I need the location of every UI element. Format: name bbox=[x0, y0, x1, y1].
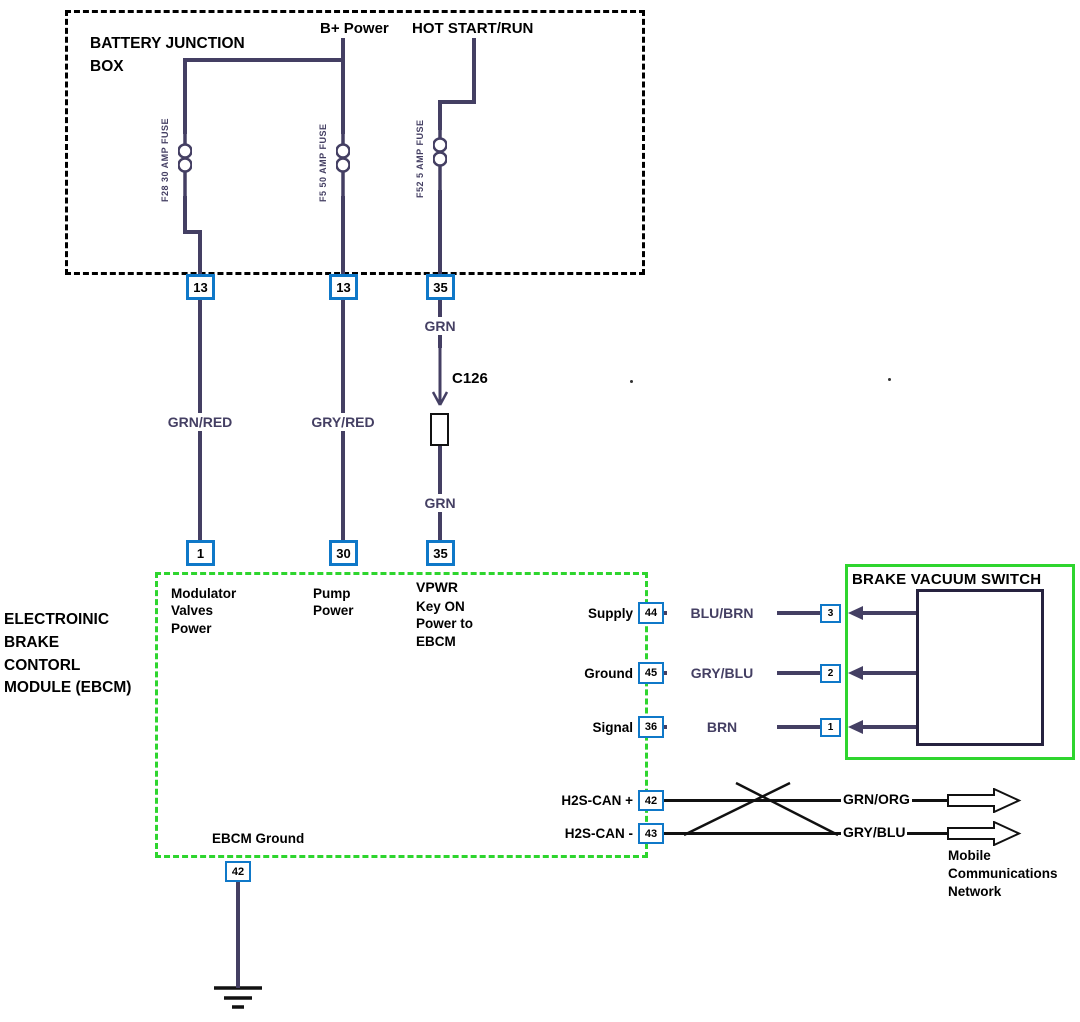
twisted-pair-symbol bbox=[683, 781, 839, 837]
fuse-symbol bbox=[336, 132, 350, 198]
ebcm-pin-42-ground: 42 bbox=[225, 861, 251, 882]
switch-internal-wire bbox=[861, 611, 918, 615]
ebcm-pin-44: 44 bbox=[638, 602, 664, 624]
signal-wire-label: BRN bbox=[667, 718, 777, 736]
fuse2-pin-wire bbox=[341, 196, 345, 276]
brake-vacuum-switch-element bbox=[916, 589, 1044, 746]
arrow-left-icon bbox=[848, 606, 863, 620]
pump-power-label: Pump Power bbox=[313, 586, 354, 619]
network-arrow-icon bbox=[947, 821, 1022, 846]
fuse1-pin-wire bbox=[198, 230, 202, 276]
signal-label: Signal bbox=[592, 720, 633, 735]
hot-start-branch-wire bbox=[438, 100, 476, 104]
stray-dot bbox=[630, 380, 633, 383]
c126-connector-symbol bbox=[430, 413, 449, 446]
grn-wire-lower bbox=[438, 446, 442, 540]
brake-vacuum-switch-title: BRAKE VACUUM SWITCH bbox=[852, 571, 1042, 588]
fuse3-feed-wire bbox=[438, 100, 442, 130]
can-plus-wire-label: GRN/ORG bbox=[841, 791, 912, 807]
fuse-symbol bbox=[178, 132, 192, 198]
switch-internal-wire bbox=[861, 671, 918, 675]
ebcm-pin-35: 35 bbox=[426, 540, 455, 566]
ground-wire-label: GRY/BLU bbox=[667, 664, 777, 682]
can-plus-line bbox=[664, 799, 948, 802]
ground-symbol bbox=[214, 986, 262, 1009]
fuse1-feed-wire bbox=[183, 58, 187, 134]
arrow-left-icon bbox=[848, 720, 863, 734]
grn-red-wire-label: GRN/RED bbox=[158, 413, 242, 431]
switch-internal-wire bbox=[861, 725, 918, 729]
mobile-communications-network-label: Mobile Communications Network bbox=[948, 848, 1058, 900]
arrow-down-icon bbox=[431, 348, 449, 406]
ebcm-pin-42-can: 42 bbox=[638, 790, 664, 811]
hot-start-feed-wire bbox=[472, 38, 476, 104]
h2s-can-minus-label: H2S-CAN - bbox=[564, 826, 633, 841]
hot-start-run-label: HOT START/RUN bbox=[412, 20, 534, 37]
fuse1-jog-wire bbox=[183, 230, 202, 234]
fuse2-label: F5 50 AMP FUSE bbox=[318, 123, 328, 202]
switch-pin-2: 2 bbox=[820, 664, 841, 683]
b-plus-feed-wire bbox=[341, 38, 345, 62]
fuse1-out-wire bbox=[183, 196, 187, 234]
bjb-pin-13-b: 13 bbox=[329, 274, 358, 300]
fuse3-pin-wire bbox=[438, 190, 442, 276]
ebcm-module-box bbox=[155, 572, 648, 858]
battery-junction-box bbox=[65, 10, 645, 275]
switch-pin-1: 1 bbox=[820, 718, 841, 737]
ground-label: Ground bbox=[584, 666, 633, 681]
ebcm-side-title: ELECTROINIC BRAKE CONTORL MODULE (EBCM) bbox=[4, 611, 132, 697]
battery-junction-box-title: BATTERY JUNCTION BOX bbox=[90, 35, 245, 76]
bjb-pin-35: 35 bbox=[426, 274, 455, 300]
b-plus-power-label: B+ Power bbox=[320, 20, 389, 37]
brake-vacuum-switch-box bbox=[845, 564, 1075, 760]
arrow-left-icon bbox=[848, 666, 863, 680]
c126-connector-label: C126 bbox=[452, 370, 488, 387]
ebcm-ground-label: EBCM Ground bbox=[212, 831, 305, 846]
bjb-pin-13-a: 13 bbox=[186, 274, 215, 300]
ground-wire-drop bbox=[236, 882, 240, 988]
can-minus-line bbox=[664, 832, 948, 835]
ebcm-pin-1: 1 bbox=[186, 540, 215, 566]
ebcm-pin-45: 45 bbox=[638, 662, 664, 684]
fuse-symbol bbox=[433, 126, 447, 192]
fuse1-label: F28 30 AMP FUSE bbox=[160, 117, 170, 202]
can-minus-wire-label: GRY/BLU bbox=[841, 824, 908, 840]
vpwr-label: VPWR bbox=[416, 579, 458, 595]
vpwr-description: Key ON Power to EBCM bbox=[416, 599, 474, 649]
grn-wire-label-upper: GRN bbox=[398, 317, 482, 335]
supply-label: Supply bbox=[587, 606, 633, 621]
ebcm-pin-30: 30 bbox=[329, 540, 358, 566]
ebcm-pin-43-can: 43 bbox=[638, 823, 664, 844]
modulator-valves-power-label: Modulator Valves Power bbox=[171, 586, 237, 636]
network-arrow-icon bbox=[947, 788, 1022, 813]
fuse3-label: F52 5 AMP FUSE bbox=[415, 119, 425, 198]
stray-dot bbox=[888, 378, 891, 381]
ebcm-pin-36: 36 bbox=[638, 716, 664, 738]
h2s-can-plus-label: H2S-CAN + bbox=[561, 793, 633, 808]
switch-pin-3: 3 bbox=[820, 604, 841, 623]
b-plus-branch-wire bbox=[183, 58, 345, 62]
grn-wire-label-lower: GRN bbox=[398, 494, 482, 512]
supply-wire-label: BLU/BRN bbox=[667, 604, 777, 622]
fuse2-feed-wire bbox=[341, 58, 345, 134]
gry-red-wire-label: GRY/RED bbox=[301, 413, 385, 431]
